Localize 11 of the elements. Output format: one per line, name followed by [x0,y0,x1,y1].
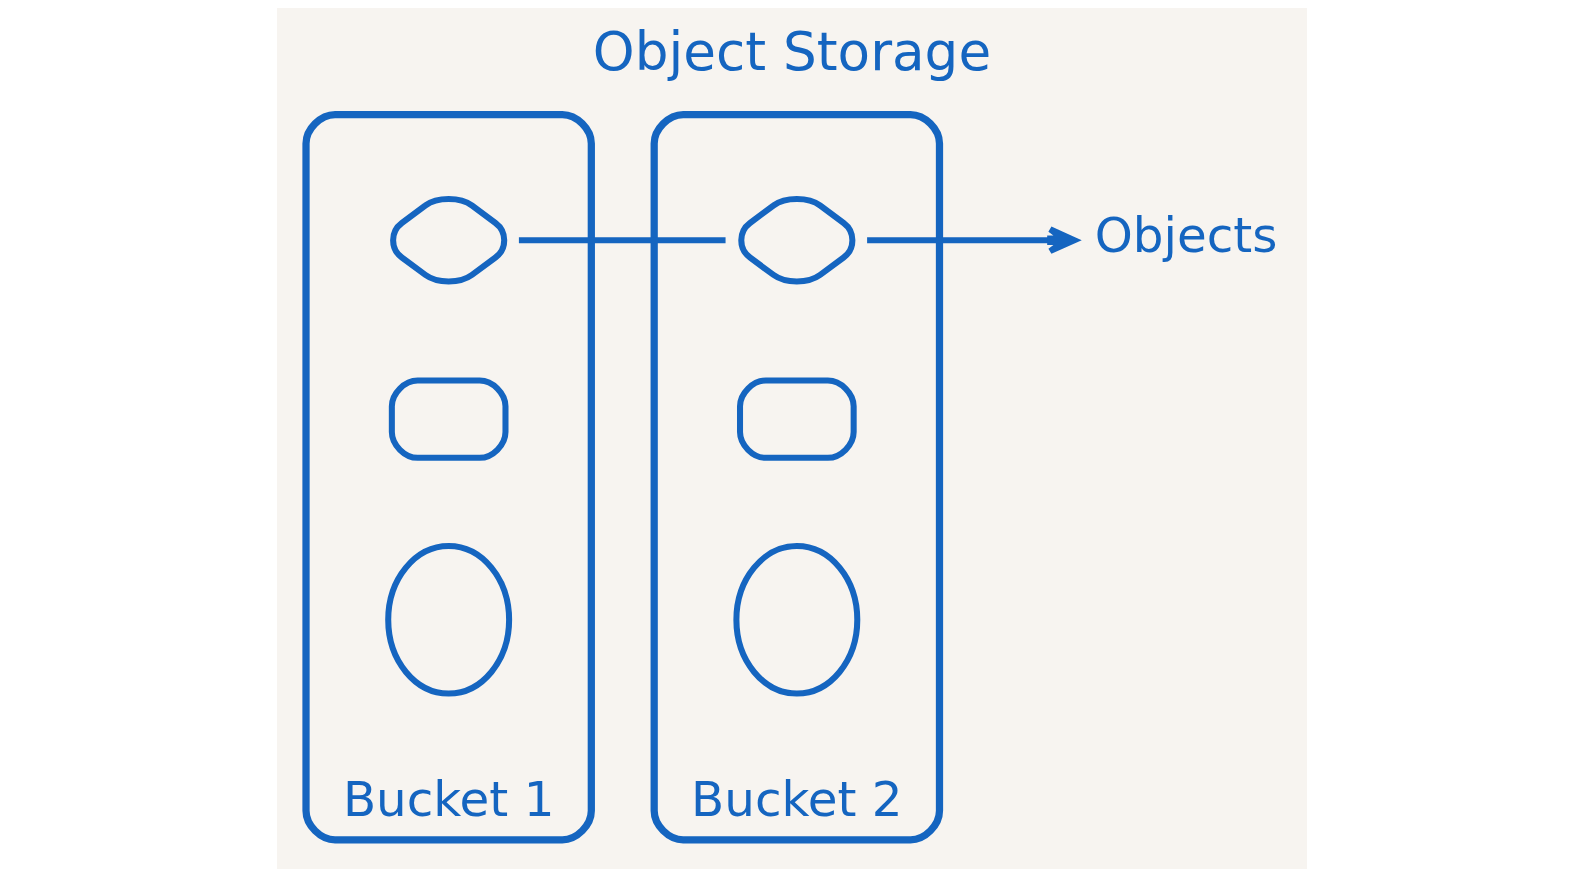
node-circle [384,543,512,697]
cluster: Bucket 1 [301,110,595,844]
node-box [736,377,857,461]
node-diamond [737,196,855,285]
node-circle [732,543,860,697]
cluster: Bucket 2 [650,110,943,844]
connector [518,237,726,244]
node-box [388,377,508,461]
diagram-title: Object Storage [592,21,991,84]
node-diamond [389,196,507,285]
node-text: Objects [1094,207,1277,264]
